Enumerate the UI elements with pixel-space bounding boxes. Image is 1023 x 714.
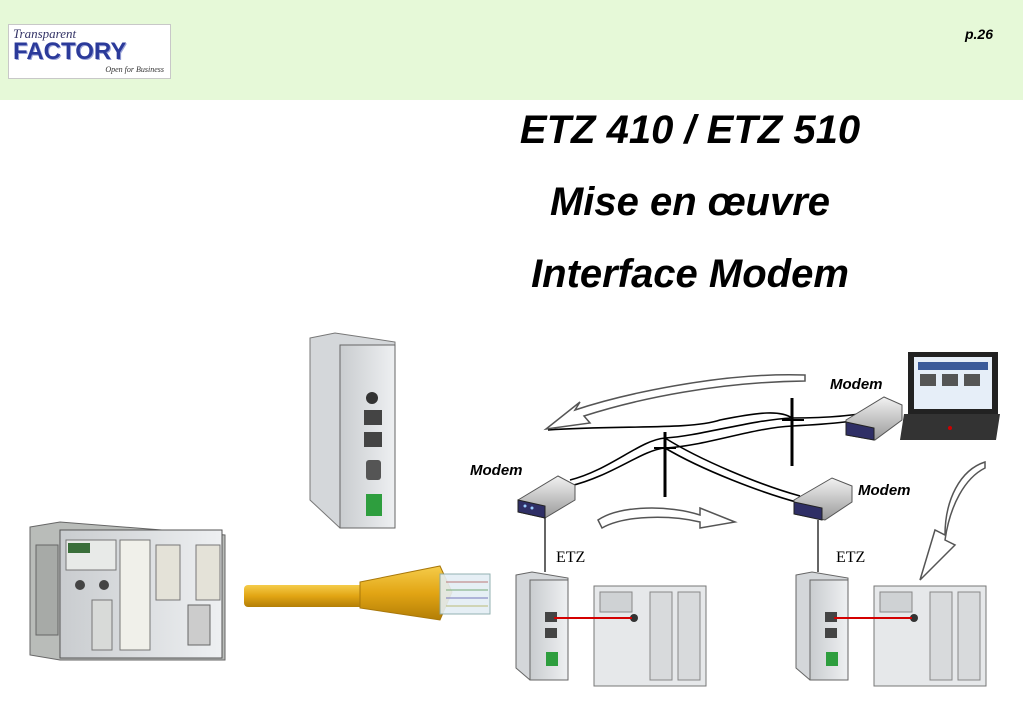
- logo-line-3: Open for Business: [105, 65, 164, 74]
- modem-left-image: [517, 475, 576, 519]
- ethernet-cable-image: [244, 565, 491, 621]
- transparent-factory-logo: Transparent FACTORY Open for Business: [8, 24, 171, 79]
- modem-top-right-image: [845, 396, 903, 441]
- phone-line-network: [547, 398, 881, 504]
- logo-line-1: Transparent: [13, 26, 77, 41]
- data-flow-arrows: [543, 373, 986, 581]
- laptop-image: [900, 352, 1000, 440]
- modem-label-right: Modem: [858, 482, 911, 499]
- page-number: p.26: [964, 26, 993, 42]
- station-left-image: [515, 571, 707, 687]
- etz-label-left: ETZ: [556, 549, 586, 566]
- title-line-1: ETZ 410 / ETZ 510: [519, 108, 861, 152]
- modem-label-left: Modem: [470, 462, 523, 479]
- title-line-3: Interface Modem: [531, 252, 849, 296]
- logo-line-2: FACTORY: [13, 38, 127, 65]
- modem-right-image: [793, 477, 853, 521]
- modem-label-top-right: Modem: [830, 376, 883, 393]
- etz-module-image: [309, 332, 396, 529]
- station-right-image: [795, 571, 987, 687]
- plc-rack-image: [29, 521, 226, 661]
- etz-label-right: ETZ: [836, 549, 866, 566]
- title-line-2: Mise en œuvre: [549, 180, 831, 224]
